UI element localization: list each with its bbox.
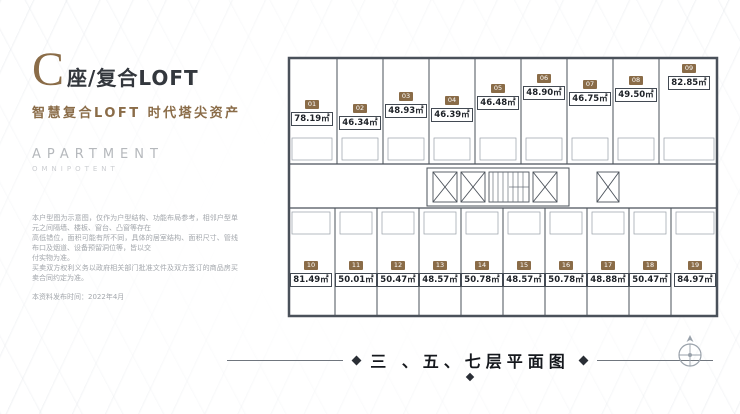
caption-line-left — [227, 359, 344, 361]
stairwell — [488, 171, 530, 203]
caption-line-right — [596, 359, 713, 361]
disclaimer-line: 付实物为准。 — [32, 254, 74, 262]
floor-plan-caption: 三 、五、七层平面图 — [370, 352, 570, 371]
building-suffix: 座/复合LOFT — [67, 66, 199, 90]
building-title: C 座/复合LOFT — [32, 43, 244, 96]
elevator-shafts — [432, 171, 620, 203]
brand-en-sub: OMNIPOTENT — [32, 165, 119, 173]
left-column: C 座/复合LOFT 智慧复合LOFT 时代塔尖资产 APARTMENT OMN… — [32, 43, 244, 302]
building-letter: C — [32, 43, 65, 96]
floor-plan-drawing — [287, 56, 719, 318]
disclaimer-line: 本户型图为示意图，仅作为户型结构、功能布局参考，相邻户型单元之间隔墙、楼板、窗台… — [32, 214, 238, 232]
brand-en: APARTMENT — [32, 147, 164, 162]
tagline: 智慧复合LOFT 时代塔尖资产 — [32, 106, 241, 121]
publish-date: 本资料发布时间：2022年4月 — [32, 293, 125, 301]
caption-row: 三 、五、七层平面图 — [205, 348, 735, 372]
caption-diamond-right — [578, 355, 589, 365]
disclaimer-line: 买卖双方权利义务以政府相关部门批准文件及双方签订的商品房买卖合同约定为准。 — [32, 264, 238, 282]
disclaimer-text: 本户型图为示意图，仅作为户型结构、功能布局参考，相邻户型单元之间隔墙、楼板、窗台… — [32, 213, 238, 283]
caption-diamond-left — [351, 355, 362, 365]
compass-icon — [674, 334, 706, 374]
brand-block: APARTMENT OMNIPOTENT — [32, 147, 244, 173]
disclaimer-line: 高低错位，面积可能有所不同，具体的居室结构、面积尺寸、管线布口及烟道、设备预留洞… — [32, 234, 238, 252]
